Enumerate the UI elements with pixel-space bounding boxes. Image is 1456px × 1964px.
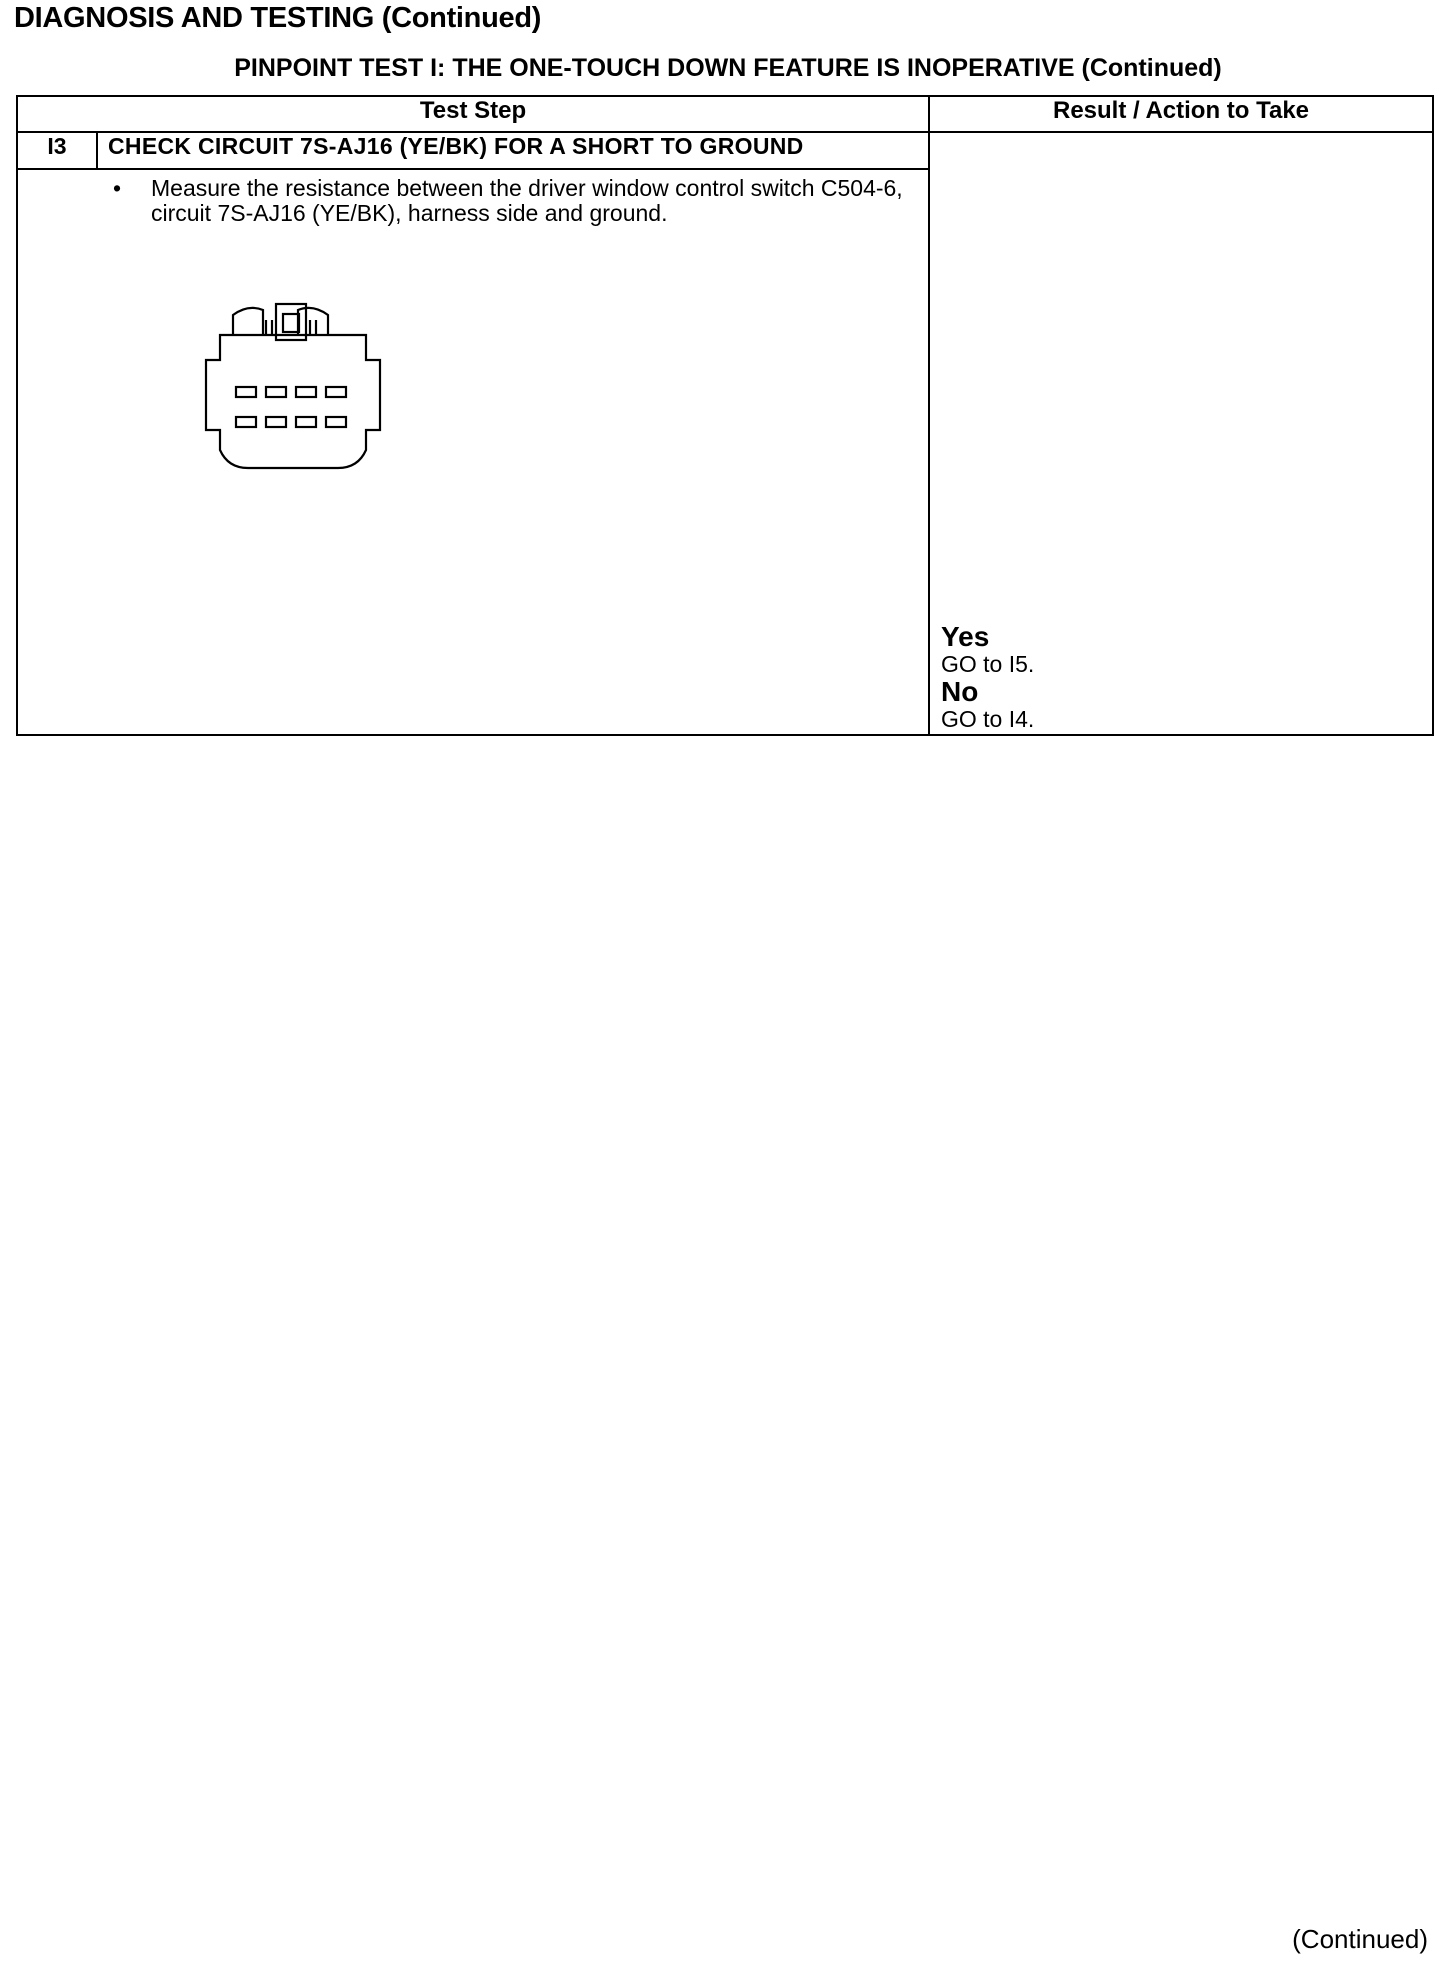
result-header: Result / Action to Take xyxy=(928,95,1434,133)
pinpoint-test-table: Test Step Result / Action to Take I3 CHE… xyxy=(16,95,1434,736)
ohmmeter-connector-diagram xyxy=(204,302,382,470)
step-id: I3 xyxy=(16,131,98,170)
result-block: Yes GO to I5. No GO to I4. xyxy=(941,622,1421,732)
instruction-list: •Measure the resistance between the driv… xyxy=(113,176,913,226)
pinpoint-test-title: PINPOINT TEST I: THE ONE-TOUCH DOWN FEAT… xyxy=(234,54,1222,82)
page-title: DIAGNOSIS AND TESTING (Continued) xyxy=(14,2,542,34)
step-body-row: •Measure the resistance between the driv… xyxy=(16,168,1433,736)
list-item: •Measure the resistance between the driv… xyxy=(113,175,903,226)
table-header-row: Test Step Result / Action to Take xyxy=(16,95,1434,133)
step-body: •Measure the resistance between the driv… xyxy=(16,168,930,736)
step-title: CHECK CIRCUIT 7S-AJ16 (YE/BK) FOR A SHOR… xyxy=(96,131,930,170)
continued-note: (Continued) xyxy=(1292,1924,1428,1954)
result-cell: Yes GO to I5. No GO to I4. xyxy=(928,131,1434,736)
test-step-header: Test Step xyxy=(16,95,930,133)
yes-action: GO to I5. xyxy=(941,651,1035,677)
no-action: GO to I4. xyxy=(941,706,1035,732)
step-title-row: I3 CHECK CIRCUIT 7S-AJ16 (YE/BK) FOR A S… xyxy=(16,131,1434,736)
no-label: No xyxy=(941,676,979,707)
yes-label: Yes xyxy=(941,621,990,652)
